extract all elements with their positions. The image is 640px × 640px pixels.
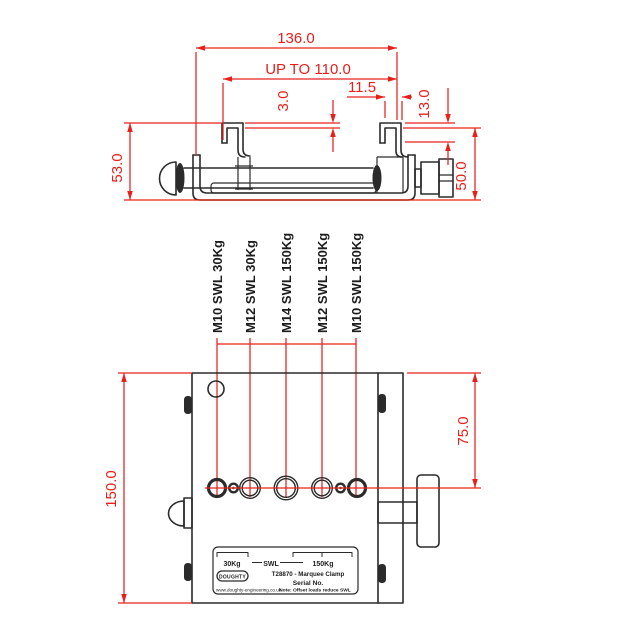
- plate-note: Note: Offset loads reduce SWL: [279, 588, 351, 594]
- plate-swl-high: 150Kg: [312, 561, 333, 568]
- dim-11-5-label: 11.5: [348, 79, 376, 96]
- dimension-height-right: 50.0: [403, 127, 481, 200]
- tab-right-top: [378, 394, 386, 413]
- tab-right-bottom: [378, 564, 386, 583]
- dimension-hole-row-offset: 75.0: [407, 372, 481, 488]
- label-plate: 30Kg SWL 150Kg T28870 - Marquee Clamp Se…: [212, 546, 359, 595]
- hole-label-4: M12 SWL 150Kg: [315, 233, 330, 333]
- dome-nut-front: [167, 497, 193, 529]
- plate-swl-low: 30Kg: [223, 561, 240, 568]
- bracket-150kg: [292, 552, 353, 557]
- hole-label-3: M14 SWL 150Kg: [279, 233, 294, 333]
- right-washer-side: [372, 165, 382, 191]
- dimension-lip-thickness: 3.0: [245, 91, 340, 152]
- dimension-hook-depth: 13.0: [405, 88, 455, 165]
- dimension-overall-height: 150.0: [103, 372, 192, 604]
- plate-swl-word: SWL: [263, 561, 279, 568]
- dim-150-label: 150.0: [103, 470, 120, 508]
- dim-75-label: 75.0: [455, 416, 472, 445]
- dimension-hook-width: 11.5: [347, 79, 412, 120]
- adjuster-screw: [414, 158, 454, 198]
- bracket-30kg: [216, 552, 249, 557]
- dimension-jaw-opening: UP TO 110.0: [222, 61, 397, 140]
- right-hook: [372, 122, 409, 193]
- dim-3-label: 3.0: [275, 91, 292, 112]
- dimension-height-left: 53.0: [109, 122, 481, 201]
- hole-labels: M10 SWL 30Kg M12 SWL 30Kg M14 SWL 150Kg …: [210, 233, 364, 497]
- dim-53-label: 53.0: [109, 153, 126, 182]
- hole-leader-lines: [216, 338, 357, 497]
- hole-label-5: M10 SWL 150Kg: [349, 233, 364, 333]
- dim-50-label: 50.0: [453, 161, 470, 190]
- dim-136-label: 136.0: [277, 30, 315, 47]
- brand-badge: [216, 570, 249, 582]
- clamp-knob: [377, 474, 440, 548]
- plate-serial: Serial No.: [293, 580, 324, 587]
- dimension-overall-width: 136.0: [195, 30, 398, 155]
- hole-label-2: M12 SWL 30Kg: [243, 240, 258, 333]
- hole-label-1: M10 SWL 30Kg: [210, 240, 225, 333]
- brand-logo-text: DOUGHTY: [219, 575, 246, 581]
- plate-website: www.doughty-engineering.co.uk: [216, 588, 282, 593]
- tab-left-top: [184, 396, 192, 414]
- tab-left-bottom: [184, 563, 192, 581]
- dim-13-label: 13.0: [416, 89, 433, 118]
- top-left-hole: [207, 380, 225, 398]
- dim-110-label: UP TO 110.0: [265, 61, 351, 78]
- left-hook: [221, 122, 253, 190]
- left-washer-side: [175, 163, 185, 193]
- dome-nut-side: [158, 161, 177, 196]
- side-view-part: [158, 122, 454, 201]
- plate-product: T28870 - Marquee Clamp: [272, 571, 345, 578]
- clamp-rod: [183, 167, 374, 189]
